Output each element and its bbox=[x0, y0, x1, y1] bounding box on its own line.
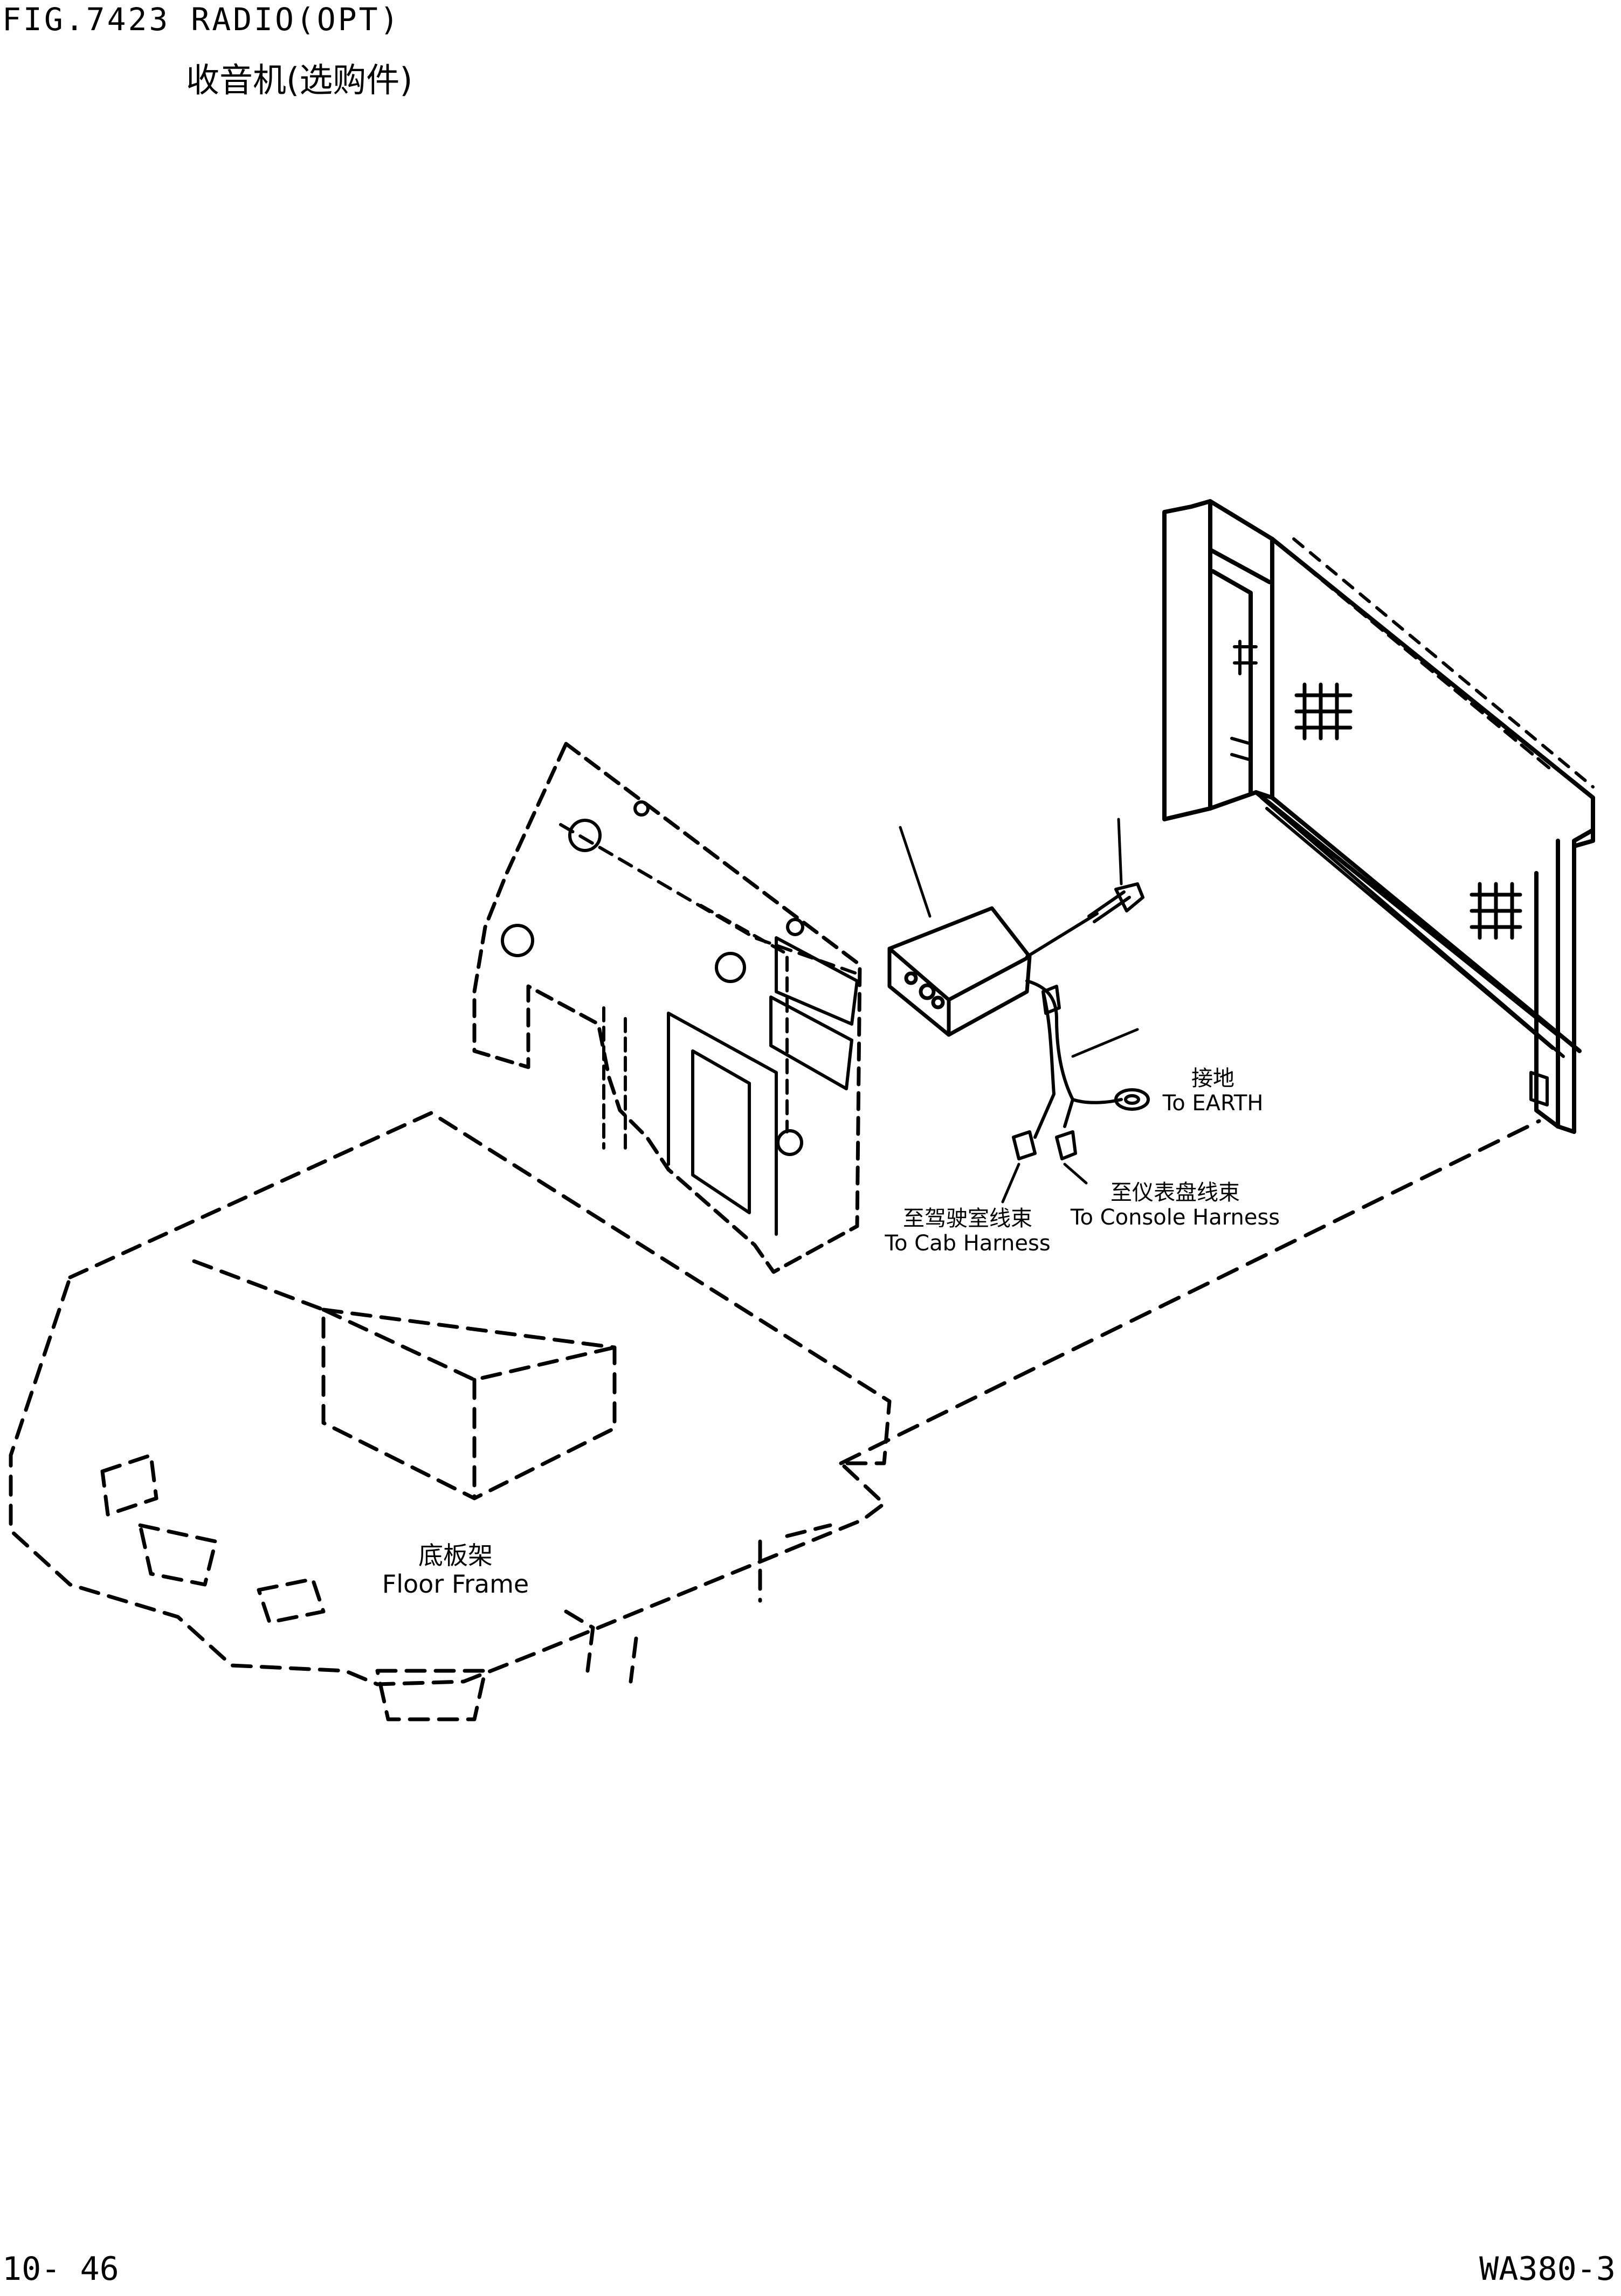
earth-label: 接地 To EARTH bbox=[1148, 1066, 1278, 1116]
radio-unit bbox=[887, 826, 1032, 1037]
console-harness-leader bbox=[1063, 1163, 1088, 1185]
figure-subtitle: 收音机(选购件) bbox=[186, 60, 413, 100]
console-harness-label: 至仪表盘线束 To Console Harness bbox=[1062, 1180, 1288, 1230]
cab-harness-label-en: To Cab Harness bbox=[885, 1231, 1051, 1256]
cab-harness-label: 至驾驶室线束 To Cab Harness bbox=[873, 1206, 1062, 1256]
floor-frame-label: 底板架 Floor Frame bbox=[372, 1541, 539, 1599]
mounting-bolt bbox=[1025, 818, 1144, 958]
console-harness-label-cn: 至仪表盘线束 bbox=[1110, 1180, 1240, 1205]
console-panel bbox=[472, 742, 864, 1274]
model-code: WA380-3 bbox=[1479, 2250, 1616, 2288]
page-number: 10- 46 bbox=[2, 2250, 119, 2288]
console-harness-label-en: To Console Harness bbox=[1070, 1205, 1280, 1230]
floor-frame-label-en: Floor Frame bbox=[382, 1569, 529, 1599]
cab-harness-leader bbox=[1001, 1163, 1020, 1204]
floor-to-frame-line bbox=[839, 1119, 1541, 1465]
figure-title: FIG.7423 RADIO(OPT) bbox=[2, 1, 401, 38]
cab-harness-label-cn: 至驾驶室线束 bbox=[903, 1206, 1032, 1231]
earth-label-cn: 接地 bbox=[1191, 1066, 1234, 1091]
wiring-harness bbox=[1012, 979, 1150, 1160]
floor-frame-label-cn: 底板架 bbox=[418, 1541, 493, 1570]
rear-cab-frame bbox=[1162, 499, 1595, 1134]
floor-frame bbox=[9, 1111, 892, 1721]
earth-label-en: To EARTH bbox=[1162, 1091, 1264, 1116]
